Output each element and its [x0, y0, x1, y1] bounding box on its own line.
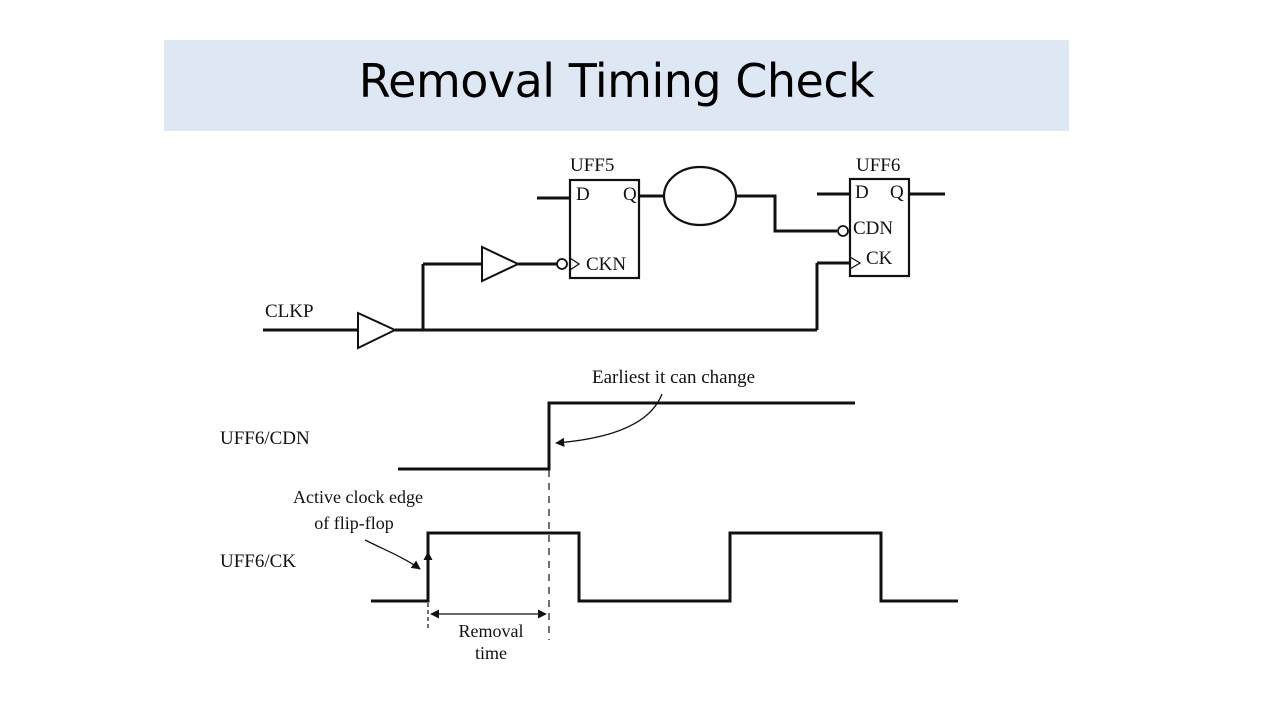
- earliest-change-annotation: Earliest it can change: [592, 367, 755, 388]
- ck-waveform: [371, 531, 958, 603]
- uff5-box: [568, 178, 641, 280]
- uff5-q-pin: Q: [623, 184, 637, 205]
- circuit-schematic: CLKP UFF5 D Q CKN UFF6 D Q CDN: [263, 155, 945, 350]
- clkp-label: CLKP: [265, 301, 314, 322]
- title-banner: Removal Timing Check: [164, 40, 1069, 131]
- cdn-inversion-bubble: [837, 225, 849, 237]
- uff6-d-pin: D: [855, 182, 869, 203]
- uff6-ck-pin: CK: [866, 248, 893, 269]
- ck-signal-label: UFF6/CK: [220, 551, 296, 572]
- uff6-clock-triangle: [849, 256, 862, 270]
- uff6-label: UFF6: [856, 155, 900, 176]
- slide-title: Removal Timing Check: [358, 54, 875, 108]
- clock-buffer-2: [481, 245, 521, 283]
- uff5-clock-triangle: [569, 257, 581, 271]
- uff5-ckn-pin: CKN: [586, 254, 626, 275]
- uff6-box: [848, 177, 911, 278]
- cdn-signal-label: UFF6/CDN: [220, 428, 310, 449]
- earliest-change-arrow: [555, 393, 663, 447]
- removal-time-label-line2: time: [475, 643, 507, 663]
- active-edge-arrow: [364, 539, 421, 570]
- active-edge-annotation-line1: Active clock edge: [293, 487, 423, 507]
- removal-time-label-line1: Removal: [459, 621, 524, 641]
- uff5-label: UFF5: [570, 155, 614, 176]
- ckn-inversion-bubble: [556, 258, 568, 270]
- combinational-logic-cloud: [662, 165, 738, 227]
- uff6-cdn-pin: CDN: [853, 218, 893, 239]
- cdn-net-wire: [736, 194, 837, 233]
- timing-waveforms: UFF6/CDN Earliest it can change UFF6/CK …: [220, 367, 958, 663]
- active-edge-annotation-line2: of flip-flop: [314, 513, 393, 533]
- uff6-q-pin: Q: [890, 182, 904, 203]
- clock-buffer-1: [357, 311, 398, 350]
- uff5-d-pin: D: [576, 184, 590, 205]
- cdn-waveform: [398, 401, 855, 471]
